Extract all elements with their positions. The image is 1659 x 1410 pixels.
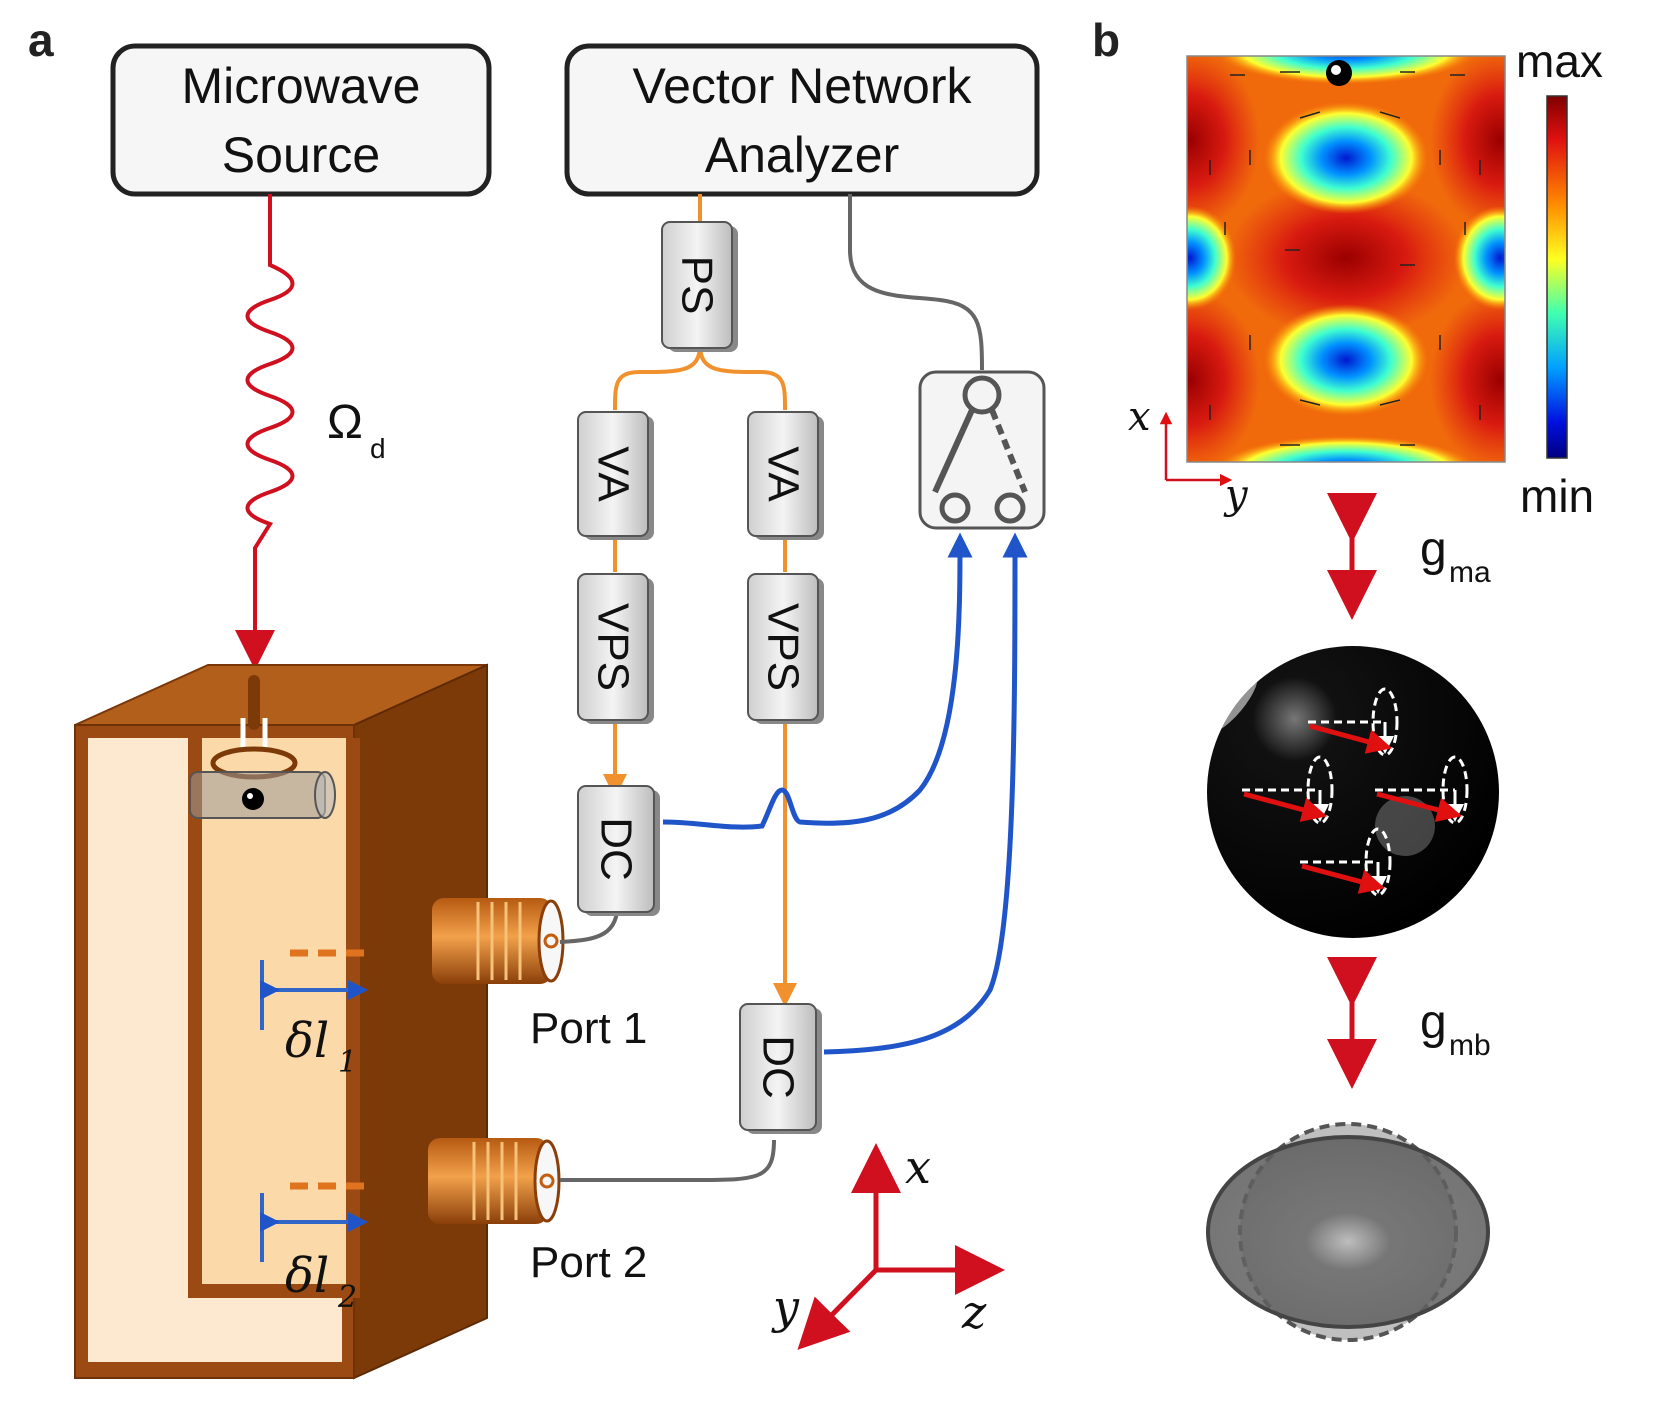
drive-omega-symbol: Ω (327, 396, 363, 449)
port-2-connector (428, 1138, 561, 1224)
component-va-left: VA (577, 411, 654, 540)
drive-microwave-line (235, 194, 295, 670)
dc-2-label: DC (754, 1035, 803, 1099)
vna-label-2: Analyzer (705, 127, 900, 183)
vector-network-analyzer-box: Vector Network Analyzer (564, 43, 1040, 197)
coupling-arrow-mb: g mb (1327, 957, 1491, 1089)
shift-marker-2: δl 2 (260, 1182, 368, 1315)
yig-sphere-magnon (1207, 646, 1499, 938)
field-distribution-map (1187, 56, 1505, 462)
gma-label: g (1420, 523, 1447, 576)
component-dc-1: DC (577, 785, 660, 916)
colorbar-max-label: max (1516, 35, 1603, 87)
axis-b-y-label: y (1223, 472, 1249, 518)
panel-label-a: a (28, 14, 54, 66)
port-1-connector (432, 898, 565, 984)
gmb-label: g (1420, 996, 1447, 1049)
axes-a: x z y (771, 1140, 1005, 1350)
vps-right-label: VPS (759, 603, 808, 691)
ps-label: PS (673, 256, 722, 315)
drive-omega-subscript: d (370, 433, 386, 464)
delta-l1-subscript: 1 (338, 1045, 357, 1080)
component-dc-2: DC (739, 1003, 822, 1134)
microwave-source-label-2: Source (222, 127, 380, 183)
vna-label-1: Vector Network (632, 58, 972, 114)
dc-1-label: DC (592, 817, 641, 881)
colorbar-min-label: min (1520, 470, 1594, 522)
blue-cables (662, 532, 1028, 1055)
delta-l1-label: δl (285, 1013, 329, 1069)
colorbar (1546, 95, 1568, 459)
va-left-label: VA (589, 446, 638, 502)
deformed-sphere-phonon (1206, 1122, 1490, 1342)
coupling-arrow-ma: g ma (1327, 493, 1491, 620)
va-right-label: VA (759, 446, 808, 502)
delta-l2-subscript: 2 (337, 1280, 357, 1315)
component-ps: PS (661, 221, 738, 352)
delta-l2-label: δl (285, 1248, 329, 1304)
component-vps-left: VPS (577, 573, 654, 724)
port-1-label: Port 1 (530, 1004, 647, 1053)
port-2-label: Port 2 (530, 1238, 647, 1287)
axis-a-y-label: y (771, 1280, 800, 1334)
yig-sphere-holder (189, 771, 336, 819)
axis-b-x-label: x (1128, 394, 1151, 440)
component-vps-right: VPS (747, 573, 824, 724)
gma-subscript: ma (1449, 556, 1491, 589)
gmb-subscript: mb (1449, 1029, 1491, 1062)
shift-marker-1: δl 1 (260, 949, 368, 1080)
rf-switch (918, 370, 1046, 530)
axes-b: x y (1128, 394, 1249, 518)
axis-a-x-label: x (905, 1140, 931, 1194)
spin-group (1242, 687, 1469, 897)
component-va-right: VA (747, 411, 824, 540)
microwave-source-label-1: Microwave (182, 58, 421, 114)
vps-left-label: VPS (589, 603, 638, 691)
axis-a-z-label: z (961, 1285, 987, 1339)
panel-label-b: b (1092, 14, 1120, 66)
microwave-source-box: Microwave Source (110, 43, 492, 197)
